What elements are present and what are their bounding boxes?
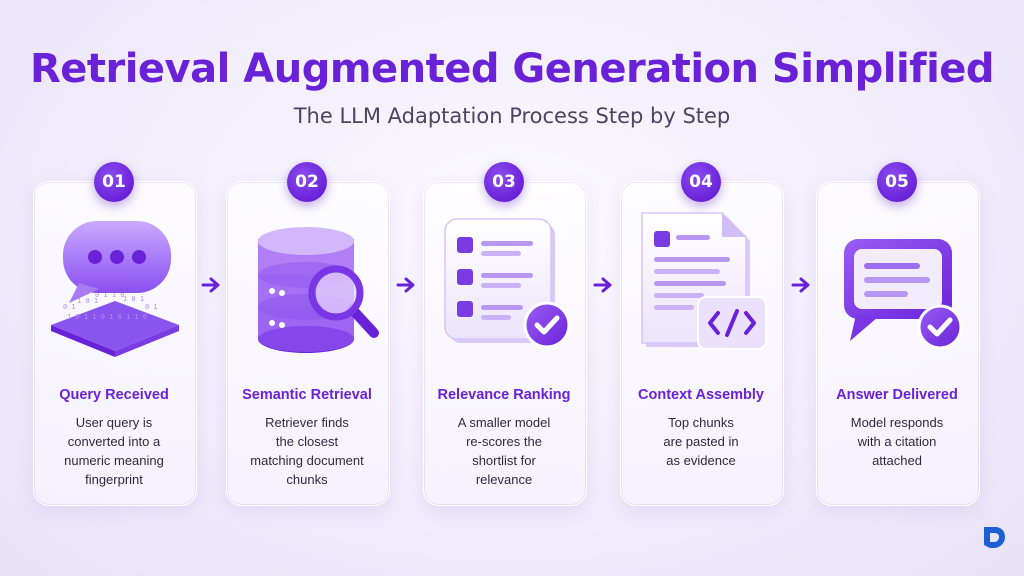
page-subtitle: The LLM Adaptation Process Step by Step [293, 104, 731, 128]
step-title-4: Context Assembly [638, 387, 764, 403]
arrow-right-icon [593, 277, 612, 293]
step-title-1: Query Received [59, 387, 169, 403]
step-title-2: Semantic Retrieval [242, 387, 372, 403]
document-code-icon [641, 212, 767, 350]
svg-text:0 1 1 0: 0 1 1 0 [95, 291, 125, 299]
svg-text:1 0 1 1 0 1 0 1 1 0: 1 0 1 1 0 1 0 1 1 0 [67, 313, 147, 321]
step-badge-5: 05 [877, 162, 917, 202]
svg-text:0 1: 0 1 [145, 303, 158, 311]
step-desc-5: Model responds with a citation attached [850, 415, 944, 468]
step-badge-3: 03 [484, 162, 524, 202]
svg-text:1 0 1: 1 0 1 [123, 295, 144, 303]
step-desc-1: User query is converted into a numeric m… [64, 415, 164, 487]
step-badge-1: 01 [94, 162, 134, 202]
page-title: Retrieval Augmented Generation Simplifie… [29, 46, 995, 92]
ranked-list-check-icon [444, 218, 571, 349]
brand-logo-icon [984, 527, 1005, 548]
svg-text:0 1: 0 1 [63, 303, 76, 311]
step-badge-4: 04 [681, 162, 721, 202]
arrow-right-icon [396, 277, 415, 293]
message-check-icon [844, 239, 963, 350]
step-title-3: Relevance Ranking [437, 387, 571, 403]
chat-bubble-binary-icon: 0 11 0 10 1 1 0 1 0 10 1 1 0 1 1 0 1 0 1… [51, 221, 179, 357]
arrow-right-icon [201, 277, 220, 293]
arrow-right-icon [791, 277, 810, 293]
step-desc-2: Retriever finds the closest matching doc… [250, 415, 364, 487]
step-desc-3: A smaller model re-scores the shortlist … [457, 415, 551, 487]
database-magnifier-icon [258, 227, 379, 353]
step-title-5: Answer Delivered [836, 387, 958, 403]
step-desc-4: Top chunks are pasted in as evidence [663, 415, 739, 468]
step-badge-2: 02 [287, 162, 327, 202]
svg-text:1 0 1: 1 0 1 [77, 297, 98, 305]
